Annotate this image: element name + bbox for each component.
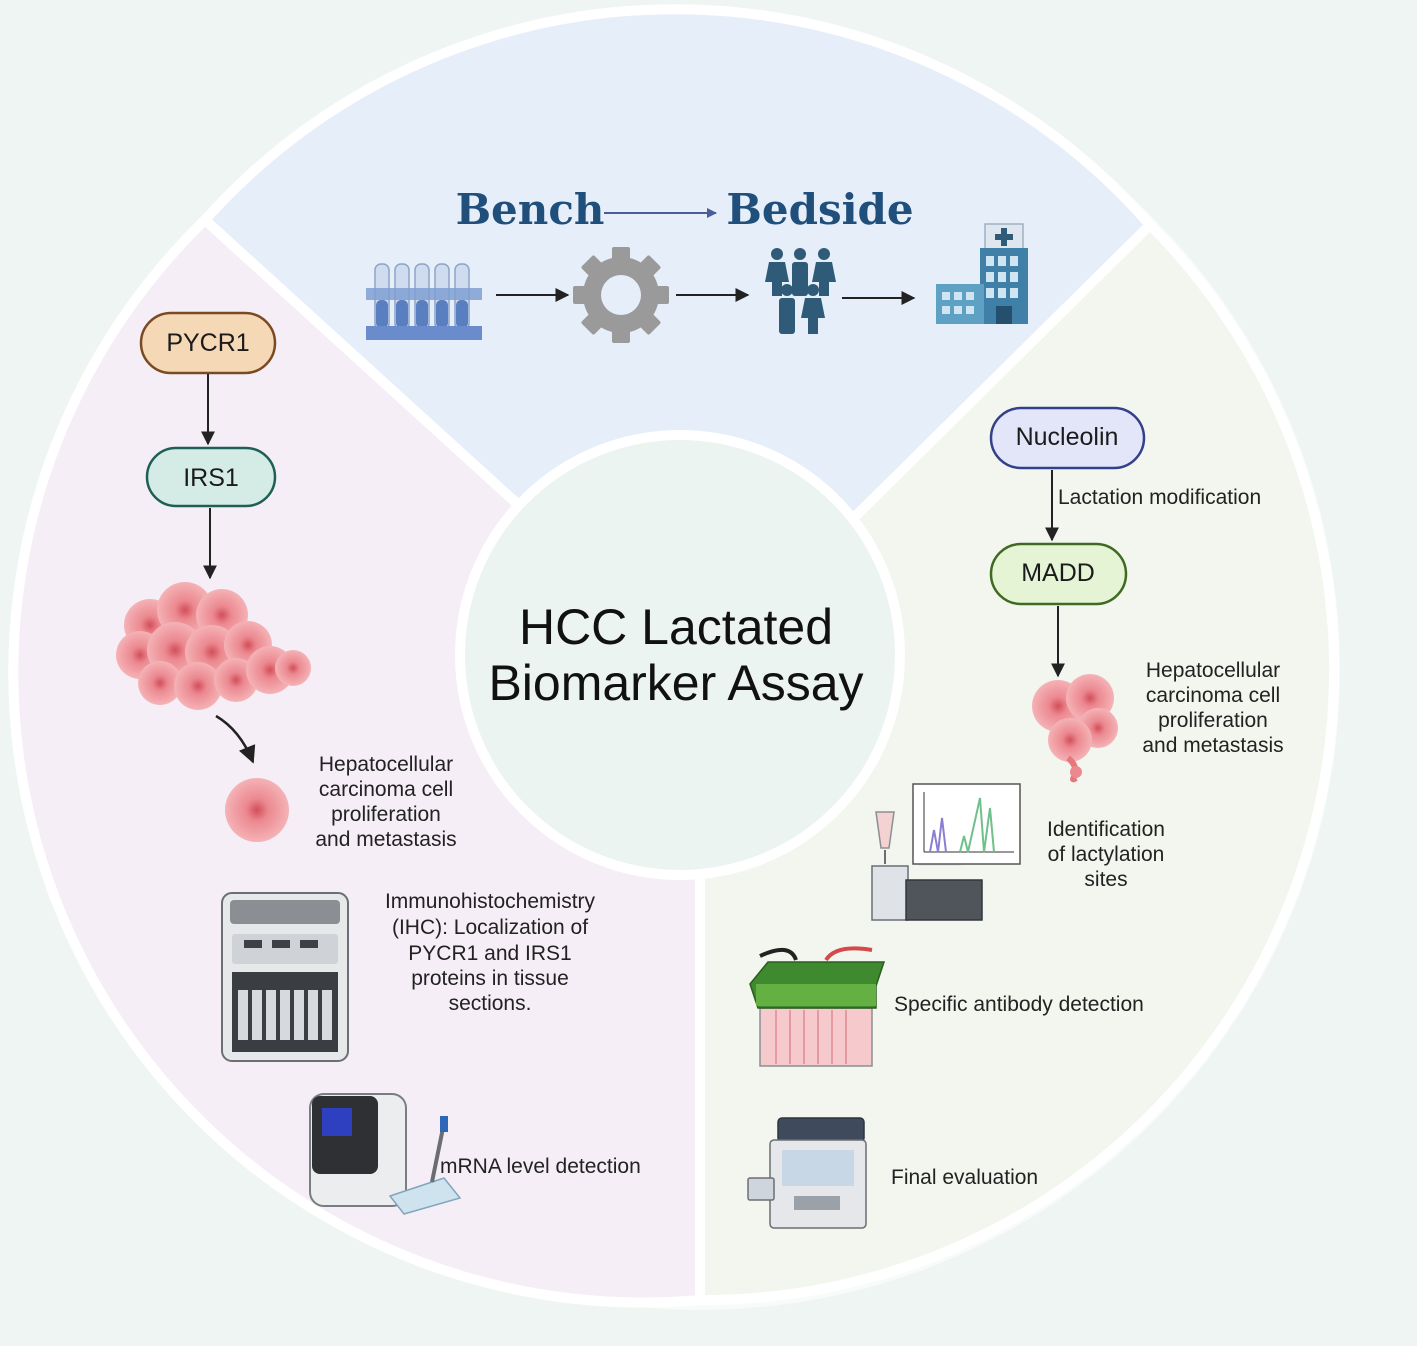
left-outcome-line1: Hepatocellular [319, 753, 453, 776]
right-outcome-line4: and metastasis [1142, 734, 1283, 757]
bedside-label: Bedside [726, 185, 913, 234]
left-outcome-line2: carcinoma cell [319, 778, 453, 801]
analyzer-icon [747, 1117, 867, 1229]
gear-icon [573, 247, 669, 343]
identification-line3: sites [1084, 868, 1127, 891]
ihc-line1: Immunohistochemistry [385, 890, 596, 913]
mass-spectrometer-icon [871, 783, 1021, 921]
mrna-label: mRNA level detection [440, 1155, 641, 1178]
irs1-node [145, 446, 277, 508]
left-outcome-line4: and metastasis [315, 828, 456, 851]
single-cell-icon [225, 778, 289, 842]
bench-label: Bench [456, 185, 605, 234]
left-outcome-line3: proliferation [331, 803, 441, 826]
madd-label: MADD [1021, 559, 1095, 587]
center-title-line2: Biomarker Assay [488, 655, 863, 711]
madd-node [989, 542, 1128, 606]
right-outcome-line2: carcinoma cell [1146, 684, 1280, 707]
center-circle [455, 430, 905, 880]
identification-line2: of lactylation [1048, 843, 1165, 866]
nucleolin-node [989, 406, 1146, 470]
ihc-line2: (IHC): Localization of [392, 916, 588, 939]
metastatic-cell-icon [1032, 674, 1118, 783]
antibody-label: Specific antibody detection [894, 993, 1144, 1016]
left-curved-arrow [215, 714, 256, 764]
identification-line1: Identification [1047, 818, 1165, 841]
people-icon [765, 248, 836, 334]
lactation-modification-label: Lactation modification [1058, 486, 1261, 509]
final-evaluation-label: Final evaluation [891, 1166, 1038, 1189]
top-sector [197, 4, 1157, 677]
pycr1-node [139, 311, 277, 375]
right-outcome-line1: Hepatocellular [1146, 659, 1280, 682]
hospital-icon [936, 223, 1028, 324]
electrophoresis-tank-icon [749, 946, 886, 1067]
irs1-label: IRS1 [183, 464, 239, 492]
cancer-cell-cluster-icon [116, 582, 311, 710]
ihc-line4: proteins in tissue [411, 967, 569, 990]
ihc-line5: sections. [449, 992, 532, 1015]
test-tube-rack-icon [366, 263, 482, 340]
nucleolin-label: Nucleolin [1016, 423, 1119, 451]
pycr1-label: PYCR1 [166, 329, 249, 357]
ihc-stainer-icon [221, 892, 349, 1062]
ihc-line3: PYCR1 and IRS1 [408, 942, 571, 965]
pcr-machine-icon [309, 1093, 462, 1215]
center-title-line1: HCC Lactated [519, 599, 833, 655]
right-outcome-line3: proliferation [1158, 709, 1268, 732]
